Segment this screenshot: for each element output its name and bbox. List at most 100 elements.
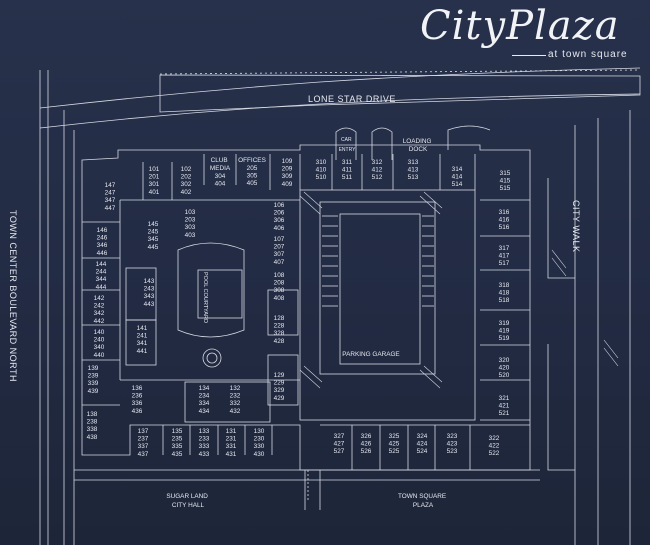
unit-number: 140 bbox=[94, 329, 105, 336]
unit-number: 413 bbox=[408, 167, 419, 174]
unit-number: 438 bbox=[87, 434, 98, 441]
unit-number: 336 bbox=[132, 400, 143, 407]
unit-number: 418 bbox=[499, 290, 510, 297]
unit-number: 411 bbox=[342, 167, 353, 174]
unit-number: 409 bbox=[282, 181, 293, 188]
unit-number: 207 bbox=[274, 244, 285, 251]
unit-number: 129 bbox=[274, 372, 285, 379]
unit-number: 138 bbox=[87, 411, 98, 418]
unit-number: 202 bbox=[181, 174, 192, 181]
club-line2: MEDIA bbox=[210, 165, 231, 172]
street-west: TOWN CENTER BOULEVARD NORTH bbox=[8, 210, 18, 382]
unit-number: 432 bbox=[230, 408, 241, 415]
unit-number: 520 bbox=[499, 372, 510, 379]
unit-number: 145 bbox=[148, 221, 159, 228]
unit-number: 324 bbox=[417, 433, 428, 440]
unit-number: 240 bbox=[94, 337, 105, 344]
unit-number: 313 bbox=[408, 159, 419, 166]
unit-number: 136 bbox=[132, 385, 143, 392]
unit-number: 428 bbox=[274, 338, 285, 345]
unit-number: 434 bbox=[199, 408, 210, 415]
unit-number: 333 bbox=[199, 443, 210, 450]
unit-number: 241 bbox=[137, 333, 148, 340]
unit-number: 325 bbox=[389, 433, 400, 440]
label-city-hall: SUGAR LAND CITY HALL bbox=[166, 493, 209, 509]
city-hall-line1: SUGAR LAND bbox=[166, 493, 208, 500]
unit-number: 512 bbox=[372, 174, 383, 181]
unit-number: 335 bbox=[172, 443, 183, 450]
unit-number: 412 bbox=[372, 167, 383, 174]
car-entry-line1: CAR bbox=[341, 137, 352, 143]
unit-number: 232 bbox=[230, 393, 241, 400]
brand-logo: CityPlaza bbox=[420, 3, 620, 49]
parking-stripes bbox=[322, 215, 434, 307]
unit-number: 128 bbox=[274, 315, 285, 322]
unit-number: 332 bbox=[230, 400, 241, 407]
unit-number: 319 bbox=[499, 320, 510, 327]
unit-number: 403 bbox=[185, 232, 196, 239]
label-car-entry: CAR ENTRY bbox=[339, 137, 357, 153]
unit-number: 147 bbox=[105, 182, 116, 189]
unit-number: 106 bbox=[274, 202, 285, 209]
unit-number: 526 bbox=[361, 448, 372, 455]
unit-number: 209 bbox=[282, 166, 293, 173]
street-north: LONE STAR DRIVE bbox=[308, 94, 396, 104]
loading-line2: DOCK bbox=[409, 146, 428, 153]
unit-number: 303 bbox=[185, 224, 196, 231]
unit-number: 102 bbox=[181, 166, 192, 173]
unit-number: 436 bbox=[132, 408, 143, 415]
car-entry-line2: ENTRY bbox=[339, 147, 357, 153]
unit-number: 306 bbox=[274, 217, 285, 224]
loading-line1: LOADING bbox=[403, 138, 432, 145]
unit-number: 144 bbox=[96, 261, 107, 268]
club-line1: CLUB bbox=[211, 157, 228, 164]
unit-number: 236 bbox=[132, 393, 143, 400]
unit-number: 331 bbox=[226, 443, 237, 450]
unit-number: 108 bbox=[274, 272, 285, 279]
unit-number: 312 bbox=[372, 159, 383, 166]
unit-number: 441 bbox=[137, 348, 148, 355]
unit-number: 228 bbox=[274, 323, 285, 330]
unit-number: 238 bbox=[87, 419, 98, 426]
unit-number: 203 bbox=[185, 217, 196, 224]
unit-number: 516 bbox=[499, 224, 510, 231]
unit-number: 340 bbox=[94, 344, 105, 351]
unit-number: 339 bbox=[88, 380, 99, 387]
unit-number: 422 bbox=[489, 443, 500, 450]
unit-number: 309 bbox=[282, 173, 293, 180]
unit-number: 314 bbox=[452, 166, 463, 173]
unit-number: 405 bbox=[247, 180, 258, 187]
street-east: CITY WALK bbox=[571, 200, 581, 253]
unit-number: 343 bbox=[144, 293, 155, 300]
unit-number: 408 bbox=[274, 295, 285, 302]
unit-number: 415 bbox=[500, 178, 511, 185]
ramp-hatches bbox=[299, 191, 619, 389]
unit-number: 234 bbox=[199, 393, 210, 400]
plaza-line2: PLAZA bbox=[413, 502, 434, 509]
unit-number: 315 bbox=[500, 170, 511, 177]
unit-number: 513 bbox=[408, 174, 419, 181]
unit-number: 134 bbox=[199, 385, 210, 392]
label-parking-garage: PARKING GARAGE bbox=[342, 351, 399, 358]
